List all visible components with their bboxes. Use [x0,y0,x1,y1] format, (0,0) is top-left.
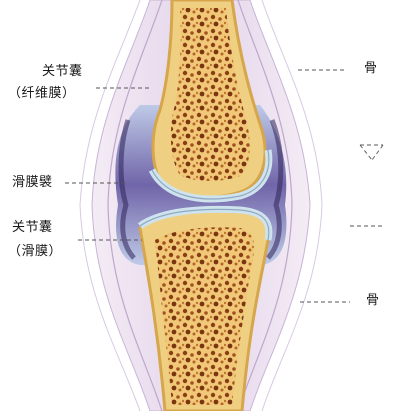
label-capsule-fibrous-line1: 关节囊 [42,64,83,80]
label-capsule-fibrous-line2: （纤维膜） [8,86,76,102]
label-bone-upper: 骨 [364,61,378,77]
label-capsule-synovial-line1: 关节囊 [12,220,53,236]
label-bone-lower: 骨 [366,293,380,309]
label-capsule-synovial-line2: （滑膜） [8,244,62,260]
label-synovial-fold: 滑膜襞 [12,175,53,191]
